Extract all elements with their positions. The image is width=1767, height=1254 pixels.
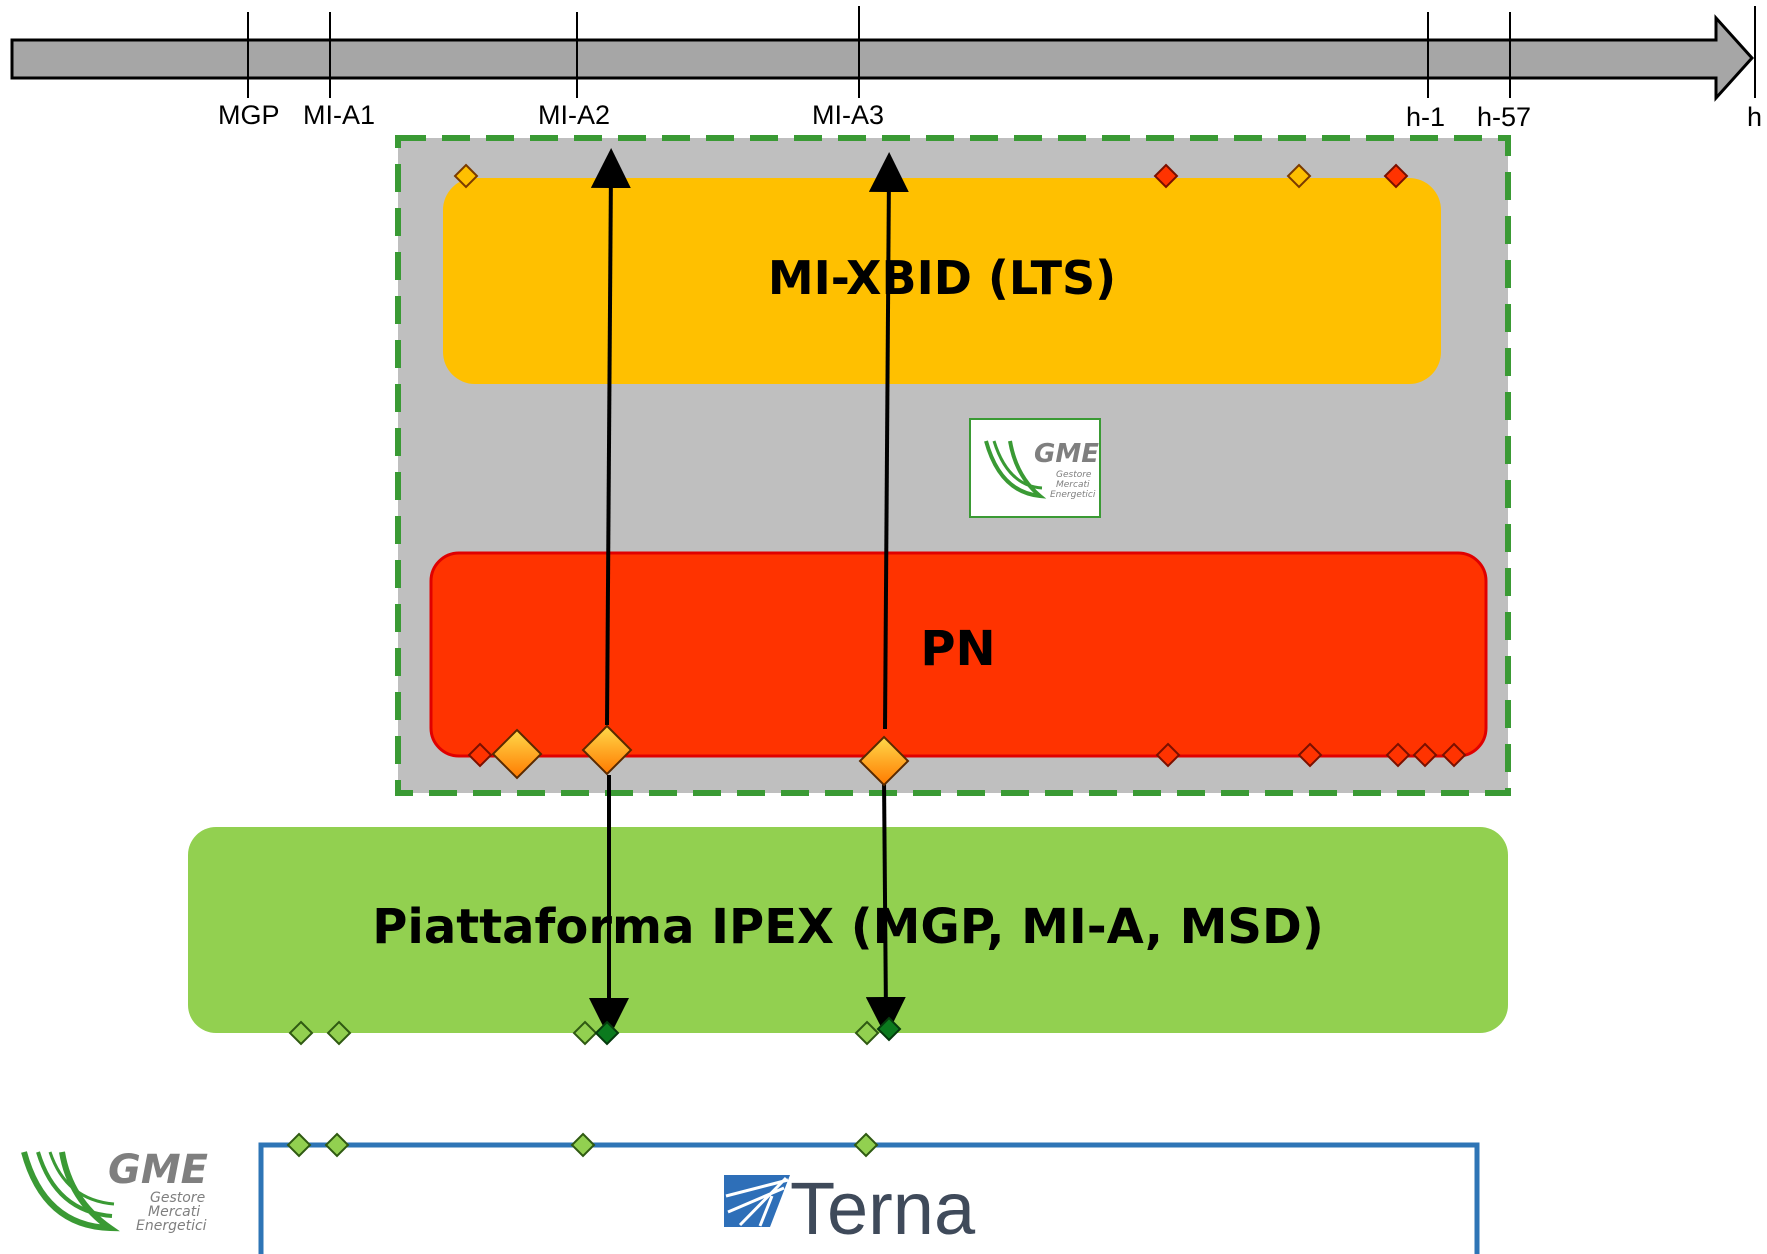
- gme-corner-sub-3: Energetici: [136, 1218, 207, 1234]
- diamond-marker: [853, 1132, 879, 1158]
- diamond-marker-large: [491, 728, 543, 780]
- mi-xbid-label: MI-XBID (LTS): [768, 251, 1116, 305]
- arrow-mi-a3-down: [865, 777, 906, 1037]
- pn-label: PN: [920, 621, 995, 677]
- diamond-marker: [570, 1132, 596, 1158]
- gme-center-sub-2: Mercati: [1056, 480, 1090, 490]
- diamond-marker: [453, 163, 479, 189]
- diamond-marker: [1286, 163, 1312, 189]
- diamond-marker: [1412, 742, 1438, 768]
- tick-label-mi-a3: MI-A3: [812, 100, 884, 130]
- ipex-box: Piattaforma IPEX (MGP, MI-A, MSD): [188, 827, 1508, 1033]
- tick-label-mgp: MGP: [218, 100, 280, 130]
- tick-label-mi-a1: MI-A1: [303, 100, 375, 130]
- diamond-marker: [326, 1020, 352, 1046]
- diamond-marker: [854, 1020, 880, 1046]
- gme-logo-center: GME Gestore Mercati Energetici: [969, 418, 1101, 518]
- diamond-marker: [1441, 742, 1467, 768]
- diamond-marker: [594, 1020, 620, 1046]
- gme-corner-name: GME: [108, 1147, 208, 1193]
- diamond-marker-large: [581, 724, 633, 776]
- timeline: MGP MI-A1 MI-A2 MI-A3 h-1 h-57 h: [10, 6, 1762, 132]
- diamond-marker: [876, 1016, 902, 1042]
- diamond-markers: [286, 163, 1467, 1158]
- gme-corner-sub-1: Gestore: [150, 1190, 205, 1206]
- diamond-marker: [288, 1020, 314, 1046]
- terna-logo-text: Terna: [790, 1167, 976, 1250]
- gme-center-name: GME: [1034, 439, 1099, 469]
- connector-arrows: [589, 148, 909, 1038]
- diamond-marker: [1297, 742, 1323, 768]
- mi-xbid-box: MI-XBID (LTS): [443, 178, 1441, 384]
- tick-label-h-1: h-1: [1406, 102, 1445, 132]
- diamond-marker: [467, 742, 493, 768]
- diamond-marker: [286, 1132, 312, 1158]
- gme-logo-corner: GME Gestore Mercati Energetici: [21, 1147, 208, 1234]
- terna-box: Terna: [258, 1142, 1480, 1254]
- diamond-marker: [1155, 742, 1181, 768]
- diamond-marker-large: [858, 735, 910, 787]
- ipex-label: Piattaforma IPEX (MGP, MI-A, MSD): [372, 899, 1324, 955]
- diamond-marker: [1153, 163, 1179, 189]
- diamond-marker: [1385, 742, 1411, 768]
- tick-label-h: h: [1747, 102, 1762, 132]
- diamond-marker: [1383, 163, 1409, 189]
- gme-center-sub-3: Energetici: [1050, 490, 1096, 500]
- gme-corner-sub-2: Mercati: [148, 1204, 200, 1220]
- timeline-arrow: [10, 14, 1755, 102]
- gme-center-sub-1: Gestore: [1056, 470, 1092, 480]
- tick-label-mi-a2: MI-A2: [538, 100, 610, 130]
- terna-logo-icon: [724, 1175, 790, 1227]
- pn-box: PN: [429, 551, 1488, 758]
- diamond-marker: [572, 1020, 598, 1046]
- tick-label-h-57: h-57: [1477, 102, 1531, 132]
- arrow-mi-a3-up: [868, 152, 909, 730]
- arrow-mi-a2-up: [590, 148, 631, 726]
- diamond-marker: [324, 1132, 350, 1158]
